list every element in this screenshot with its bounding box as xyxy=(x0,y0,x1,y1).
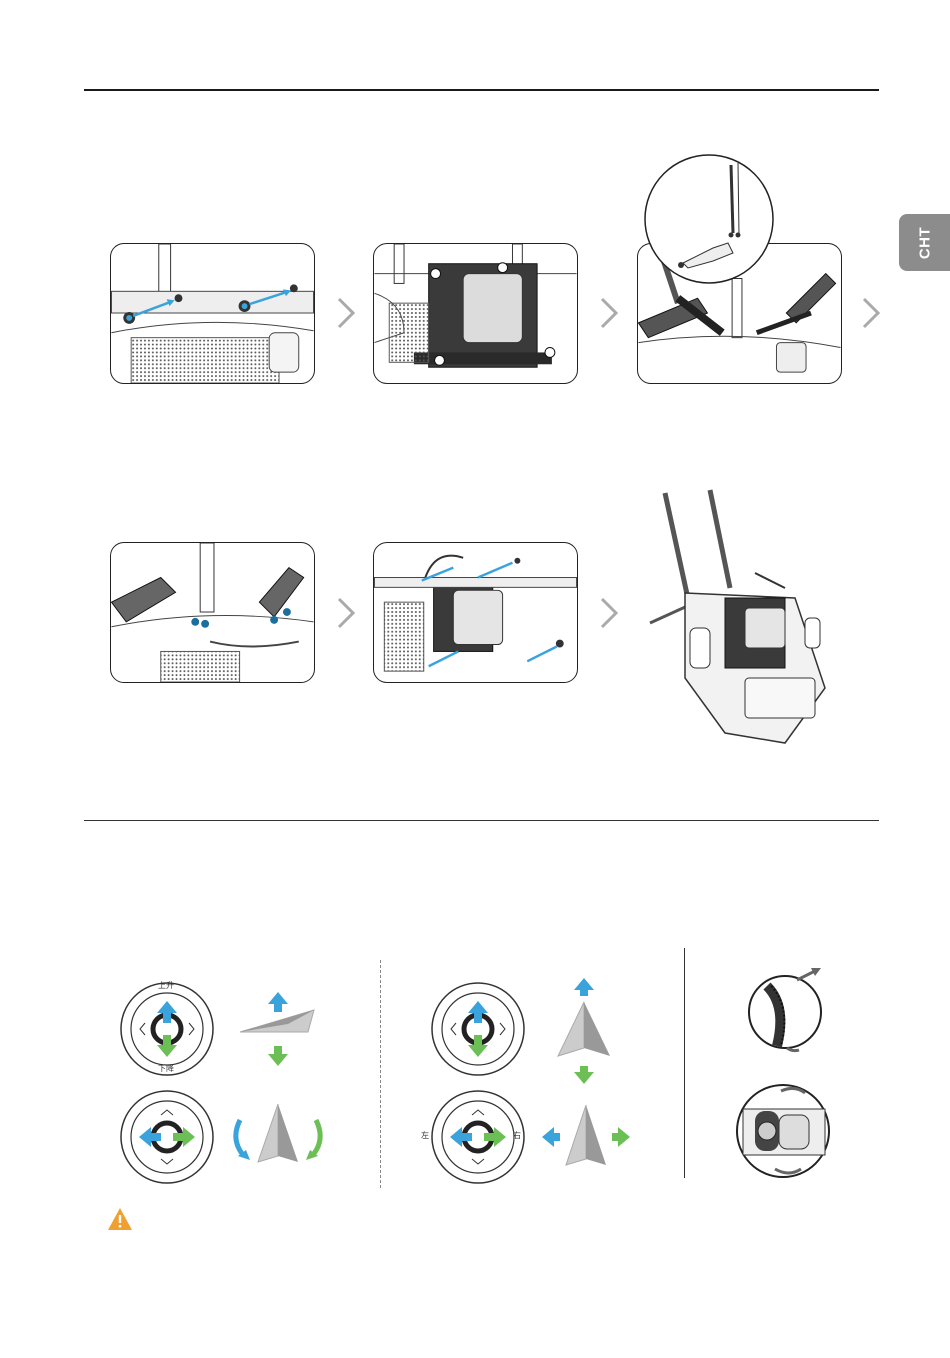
chevron-right-icon xyxy=(335,596,357,630)
chevron-right-icon xyxy=(598,596,620,630)
top-rule xyxy=(84,89,879,91)
warning-triangle-icon xyxy=(107,1207,133,1231)
assembled-remote-controller-illustration xyxy=(645,488,850,750)
gimbal-dial-rotation-diagram xyxy=(747,966,827,1056)
left-stick-yaw-diagram xyxy=(119,1089,215,1185)
right-stick-roll-diagram xyxy=(430,1089,526,1185)
stick-label-up: 上升 xyxy=(158,980,174,991)
step-1-remove-screws-illustration xyxy=(110,243,315,384)
aircraft-yaw-diagram xyxy=(228,1100,328,1170)
language-tab: CHT xyxy=(899,214,950,271)
section-rule xyxy=(84,820,879,821)
aircraft-left-right-diagram xyxy=(540,1103,632,1169)
language-tab-label: CHT xyxy=(916,226,933,258)
stick-label-right: 右 xyxy=(513,1130,521,1141)
step-2-mount-bracket-illustration xyxy=(373,243,578,384)
chevron-right-icon xyxy=(335,296,357,330)
antenna-detail-magnifier xyxy=(643,153,775,285)
chevron-right-icon xyxy=(860,296,882,330)
step-4-secure-antenna-mounts-illustration xyxy=(110,542,315,683)
aircraft-forward-backward-diagram xyxy=(552,976,616,1088)
stick-label-down: 下降 xyxy=(158,1063,174,1074)
camera-dial-rotation-diagram xyxy=(735,1081,833,1181)
right-stick-pitch-diagram xyxy=(430,981,526,1077)
dial-divider xyxy=(684,948,685,1178)
step-5-connect-cables-illustration xyxy=(373,542,578,683)
mode-divider xyxy=(380,960,381,1188)
chevron-right-icon xyxy=(598,296,620,330)
aircraft-ascend-descend-diagram xyxy=(238,990,318,1070)
stick-label-left: 左 xyxy=(421,1130,429,1141)
